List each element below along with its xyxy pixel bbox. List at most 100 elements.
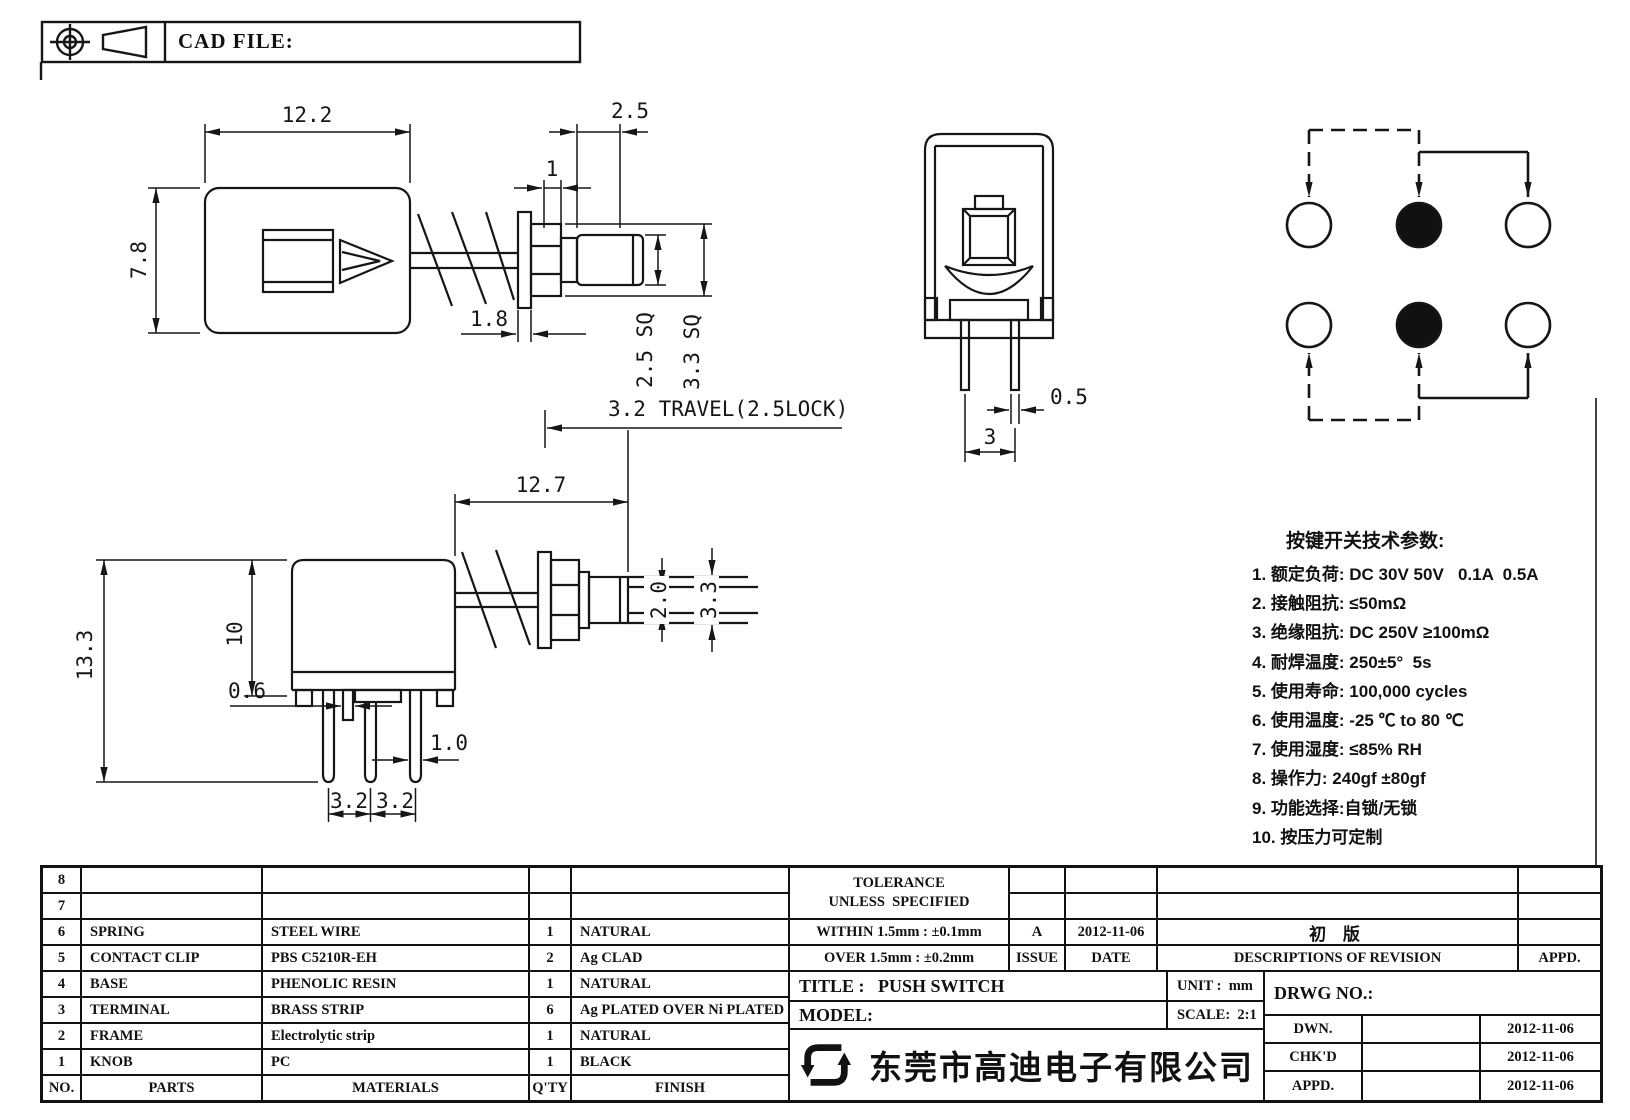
tolerance-within: WITHIN 1.5mm : ±0.1mm [790, 920, 1010, 946]
bom-cell: 7 [43, 894, 82, 920]
bom-cell: 4 [43, 972, 82, 998]
bom-cell: CONTACT CLIP [82, 946, 263, 972]
bom-cell: BASE [82, 972, 263, 998]
title-block-table: 8 7 6 SPRING STEEL WIRE 1 NATURAL 5 CONT… [40, 865, 1603, 1103]
dim-label: 12.7 [516, 473, 567, 497]
bom-cell: NATURAL [572, 972, 790, 998]
tolerance-over: OVER 1.5mm : ±0.2mm [790, 946, 1010, 972]
spec-item: 6. 使用温度: -25 ℃ to 80 ℃ [1252, 711, 1464, 731]
dwn-date: 2012-11-06 [1481, 1016, 1600, 1044]
bom-cell [572, 868, 790, 894]
bom-cell [263, 868, 530, 894]
dim-label: 0.6 [228, 679, 266, 703]
bom-cell: 1 [530, 972, 572, 998]
spec-notes: 按键开关技术参数: 1. 额定负荷: DC 30V 50V 0.1A 0.5A … [1252, 526, 1592, 852]
spec-item: 2. 接触阻抗: ≤50mΩ [1252, 594, 1407, 614]
revision-date-label: DATE [1066, 946, 1158, 972]
company-name: 东莞市高迪电子有限公司 [869, 1049, 1254, 1086]
bom-cell: 1 [530, 1024, 572, 1050]
dim-label: 13.3 [73, 630, 97, 681]
model-field: MODEL: [790, 1002, 1168, 1030]
title-field: TITLE : PUSH SWITCH [790, 972, 1168, 1002]
bom-cell: 1 [530, 920, 572, 946]
side-view-lower-dims [96, 494, 716, 822]
appd-label: APPD. [1265, 1072, 1363, 1100]
company-block: 东莞市高迪电子有限公司 [790, 1030, 1265, 1100]
bom-cell: BRASS STRIP [263, 998, 530, 1024]
dim-label: 3.2 [330, 789, 368, 813]
cad-file-label: CAD FILE: [178, 29, 294, 53]
revision-cell [1519, 868, 1600, 894]
bom-cell [572, 894, 790, 920]
revision-cell [1158, 868, 1519, 894]
bom-cell: PHENOLIC RESIN [263, 972, 530, 998]
revision-cell [1066, 894, 1158, 920]
revision-description-value: 初 版 [1158, 920, 1519, 946]
dim-label: 2.0 [647, 581, 671, 619]
company-logo-icon [800, 1044, 852, 1086]
projection-symbols-box [39, 20, 582, 80]
bom-cell: KNOB [82, 1050, 263, 1076]
bom-cell: STEEL WIRE [263, 920, 530, 946]
bom-cell: 2 [530, 946, 572, 972]
dwn-signature [1363, 1016, 1481, 1044]
projection-cone-icon [101, 25, 148, 59]
bom-cell: 6 [43, 920, 82, 946]
spec-item: 7. 使用湿度: ≤85% RH [1252, 740, 1422, 760]
bom-cell: Ag CLAD [572, 946, 790, 972]
bom-header-no: NO. [43, 1076, 82, 1100]
tolerance-line1: TOLERANCE [853, 875, 945, 891]
bom-cell: NATURAL [572, 920, 790, 946]
side-view-upper [203, 186, 645, 335]
dim-label: 1.8 [470, 307, 508, 331]
bom-cell [530, 868, 572, 894]
bom-cell: Ag PLATED OVER Ni PLATED [572, 998, 790, 1024]
spec-item: 8. 操作力: 240gf ±80gf [1252, 769, 1426, 789]
bom-header-qty: Q'TY [530, 1076, 572, 1100]
circuit-schematic [1285, 128, 1552, 422]
dim-label: 7.8 [127, 241, 151, 279]
bom-cell: 1 [530, 1050, 572, 1076]
dim-label: 12.2 [282, 103, 333, 127]
revision-cell [1010, 868, 1066, 894]
scale-field: SCALE: 2:1 [1168, 1002, 1265, 1030]
revision-cell [1010, 894, 1066, 920]
tolerance-header: TOLERANCE UNLESS SPECIFIED [790, 868, 1010, 920]
bom-table: 8 7 6 SPRING STEEL WIRE 1 NATURAL 5 CONT… [43, 868, 790, 1100]
bom-cell [82, 868, 263, 894]
dim-label: 1 [546, 157, 559, 181]
bom-cell: 3 [43, 998, 82, 1024]
revision-description-label: DESCRIPTIONS OF REVISION [1158, 946, 1519, 972]
tolerance-line2: UNLESS SPECIFIED [828, 894, 970, 910]
chkd-label: CHK'D [1265, 1044, 1363, 1072]
bom-cell: FRAME [82, 1024, 263, 1050]
revision-issue-label: ISSUE [1010, 946, 1066, 972]
dwn-label: DWN. [1265, 1016, 1363, 1044]
bom-cell: Electrolytic strip [263, 1024, 530, 1050]
dim-mask [644, 576, 669, 624]
bom-header-parts: PARTS [82, 1076, 263, 1100]
spec-item: 3. 绝缘阻抗: DC 250V ≥100mΩ [1252, 623, 1490, 643]
dim-label: 10 [223, 621, 247, 646]
dim-label: 3.2 [376, 789, 414, 813]
dim-label: 3.3 SQ [680, 314, 704, 390]
dim-label: 2.5 SQ [633, 312, 657, 388]
drwg-no-field: DRWG NO.: [1265, 972, 1600, 1016]
bom-cell: NATURAL [572, 1024, 790, 1050]
spec-item: 5. 使用寿命: 100,000 cycles [1252, 681, 1468, 701]
chkd-signature [1363, 1044, 1481, 1072]
revision-issue-value: A [1010, 920, 1066, 946]
bom-cell: 2 [43, 1024, 82, 1050]
projection-target-icon [50, 24, 90, 60]
bom-cell: PC [263, 1050, 530, 1076]
bom-cell: 5 [43, 946, 82, 972]
bom-cell [263, 894, 530, 920]
bom-cell: TERMINAL [82, 998, 263, 1024]
revision-appd-label: APPD. [1519, 946, 1600, 972]
unit-field: UNIT : mm [1168, 972, 1265, 1002]
spec-item: 10. 按压力可定制 [1252, 827, 1383, 847]
side-view-lower [290, 549, 758, 784]
revision-cell [1519, 894, 1600, 920]
